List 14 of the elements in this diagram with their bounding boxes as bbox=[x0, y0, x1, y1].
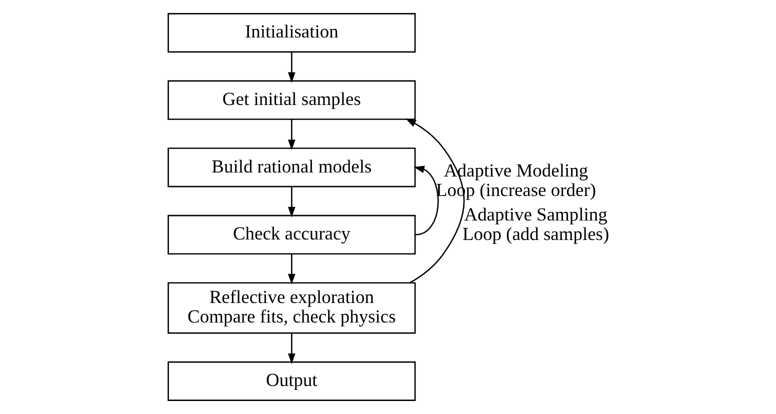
arrow bbox=[288, 333, 296, 364]
arrow bbox=[288, 186, 296, 218]
node-box: Check accuracy bbox=[168, 214, 416, 254]
node-box: Build rational models bbox=[168, 148, 416, 188]
arrow bbox=[406, 118, 465, 284]
node-box: Reflective exploration Compare fits, check physics bbox=[168, 282, 416, 334]
arrow bbox=[288, 254, 296, 284]
edge-label: Adaptive Sampling Loop (add samples) bbox=[462, 204, 610, 244]
arrow bbox=[288, 119, 296, 150]
node-box: Initialisation bbox=[168, 13, 416, 53]
arrow bbox=[414, 166, 439, 236]
node-box: Output bbox=[168, 361, 416, 401]
node-box: Get initial samples bbox=[168, 80, 416, 120]
arrow bbox=[288, 52, 296, 83]
